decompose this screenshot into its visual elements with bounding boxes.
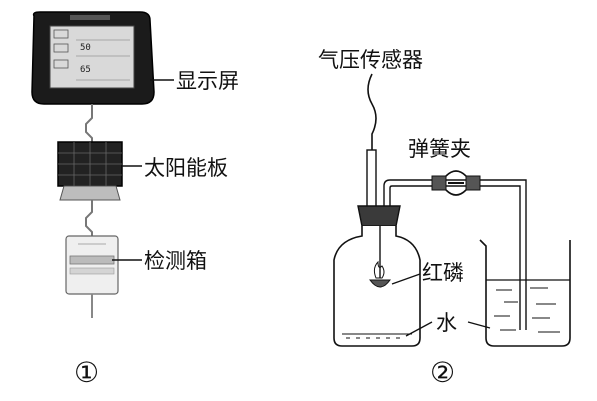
label-red-phosphorus: 红磷 — [422, 261, 464, 285]
label-pressure-sensor: 气压传感器 — [318, 48, 423, 72]
figure-1-number: ① — [74, 356, 99, 389]
label-spring-clamp: 弹簧夹 — [408, 137, 471, 161]
label-detection-box: 检测箱 — [144, 249, 207, 273]
sensor-wire — [367, 73, 377, 150]
label-display: 显示屏 — [176, 69, 239, 93]
water-leader-left — [405, 321, 433, 337]
tube-inner — [389, 185, 521, 330]
detection-box — [65, 235, 119, 318]
rubber-stopper — [357, 205, 401, 227]
phosphorus-leader-line — [391, 273, 421, 285]
screen-reading-1: 50 — [80, 43, 91, 53]
sensor-probe — [366, 149, 377, 209]
combustion-spoon — [369, 279, 391, 288]
spring-clamp — [431, 170, 481, 196]
beaker — [479, 239, 571, 347]
label-water: 水 — [436, 311, 457, 335]
figure-1: 50 65 — [31, 11, 239, 389]
cable-middle — [85, 200, 93, 236]
display-screen-device: 50 65 — [31, 11, 155, 105]
tube-outer — [383, 179, 527, 330]
solar-panel — [57, 141, 123, 201]
screen-reading-2: 65 — [80, 65, 91, 75]
beaker-water — [494, 287, 560, 333]
lcd-screen — [49, 25, 135, 89]
flame-icon — [373, 260, 385, 279]
label-solar-panel: 太阳能板 — [144, 156, 228, 180]
figure-2-number: ② — [430, 356, 455, 389]
water-leader-right — [467, 321, 491, 329]
figure-2: 气压传感器 弹簧夹 红磷 — [318, 48, 571, 389]
cable-top — [85, 104, 93, 142]
